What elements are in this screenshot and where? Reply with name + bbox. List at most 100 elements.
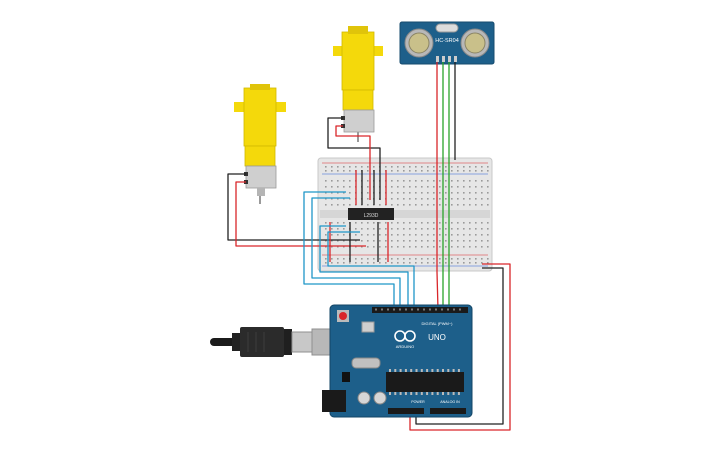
hole bbox=[343, 204, 345, 206]
hole bbox=[394, 369, 397, 372]
hole bbox=[325, 204, 327, 206]
hole bbox=[415, 222, 417, 224]
hole bbox=[433, 180, 435, 182]
hole bbox=[355, 246, 357, 248]
hole bbox=[421, 198, 423, 200]
hole bbox=[409, 258, 411, 260]
hole bbox=[451, 234, 453, 236]
hole bbox=[397, 222, 399, 224]
hole bbox=[343, 180, 345, 182]
hole bbox=[427, 240, 429, 242]
hole bbox=[367, 222, 369, 224]
hole bbox=[421, 192, 423, 194]
hole bbox=[481, 166, 483, 168]
hole bbox=[421, 246, 423, 248]
hole bbox=[442, 369, 444, 372]
hole bbox=[451, 186, 453, 188]
hole bbox=[433, 262, 435, 264]
hole bbox=[427, 192, 429, 194]
hole bbox=[397, 240, 399, 242]
hole bbox=[475, 222, 477, 224]
hole bbox=[355, 166, 357, 168]
hole bbox=[475, 198, 477, 200]
hole bbox=[385, 234, 387, 236]
hole bbox=[457, 262, 459, 264]
hole bbox=[349, 192, 351, 194]
hole bbox=[469, 170, 471, 172]
hole bbox=[487, 258, 489, 260]
hole bbox=[409, 262, 411, 264]
hole bbox=[487, 170, 489, 172]
hole bbox=[436, 392, 439, 395]
hole bbox=[349, 204, 351, 206]
hole bbox=[337, 228, 339, 230]
hole bbox=[409, 204, 411, 206]
hole bbox=[457, 180, 459, 182]
hole bbox=[409, 198, 411, 200]
hole bbox=[411, 308, 413, 311]
hole bbox=[391, 258, 393, 260]
hole bbox=[445, 180, 447, 182]
hole bbox=[475, 258, 477, 260]
hole bbox=[457, 369, 460, 372]
hole bbox=[393, 308, 395, 311]
hole bbox=[403, 222, 405, 224]
hole bbox=[463, 170, 465, 172]
hole bbox=[361, 166, 363, 168]
hole bbox=[421, 258, 423, 260]
hole bbox=[463, 198, 465, 200]
hole bbox=[331, 192, 333, 194]
hole bbox=[409, 166, 411, 168]
hole bbox=[475, 234, 477, 236]
hole bbox=[367, 240, 369, 242]
hole bbox=[451, 258, 453, 260]
hole bbox=[349, 170, 351, 172]
hole bbox=[487, 262, 489, 264]
hole bbox=[361, 246, 363, 248]
hole bbox=[433, 228, 435, 230]
hole bbox=[427, 166, 429, 168]
sensor-label: HC-SR04 bbox=[435, 38, 459, 44]
hole bbox=[457, 246, 459, 248]
hole bbox=[367, 192, 369, 194]
hole bbox=[397, 246, 399, 248]
hole bbox=[403, 234, 405, 236]
hole bbox=[325, 246, 327, 248]
wire-power-gnd bbox=[415, 267, 504, 425]
hole bbox=[404, 392, 407, 395]
hole bbox=[391, 170, 393, 172]
hole bbox=[433, 192, 435, 194]
hole bbox=[433, 258, 435, 260]
hole bbox=[385, 240, 387, 242]
hole bbox=[403, 258, 405, 260]
hole bbox=[469, 262, 471, 264]
hole bbox=[331, 246, 333, 248]
hole bbox=[445, 170, 447, 172]
hole bbox=[379, 262, 381, 264]
hole bbox=[389, 369, 391, 372]
hole bbox=[487, 246, 489, 248]
hole bbox=[337, 246, 339, 248]
hole bbox=[475, 204, 477, 206]
hole bbox=[433, 166, 435, 168]
hole bbox=[397, 180, 399, 182]
hole bbox=[337, 234, 339, 236]
hole bbox=[355, 234, 357, 236]
hole bbox=[451, 166, 453, 168]
hole bbox=[452, 369, 455, 372]
hole bbox=[337, 192, 339, 194]
hole bbox=[404, 369, 407, 372]
power-label: POWER bbox=[411, 400, 425, 404]
hole bbox=[463, 246, 465, 248]
hole bbox=[331, 180, 333, 182]
hole bbox=[457, 192, 459, 194]
driver-label: L293D bbox=[364, 213, 379, 219]
hole bbox=[397, 234, 399, 236]
hole bbox=[355, 258, 357, 260]
hole bbox=[409, 192, 411, 194]
hole bbox=[469, 198, 471, 200]
hole bbox=[361, 234, 363, 236]
hole bbox=[427, 180, 429, 182]
hole bbox=[415, 246, 417, 248]
